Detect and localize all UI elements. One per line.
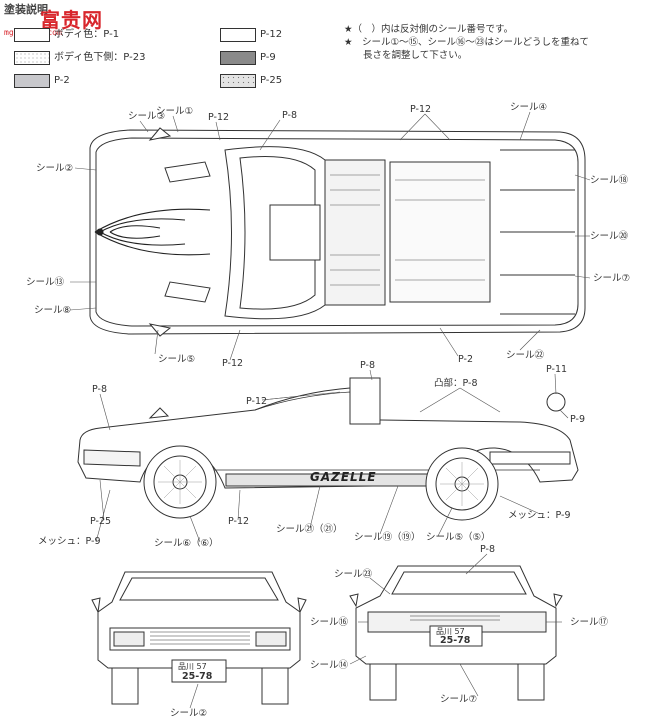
- label-seal-7-top: シール⑦: [593, 273, 630, 284]
- legend-label-p9: P-9: [260, 52, 276, 63]
- rear-view-leaders: [349, 553, 562, 697]
- legend-swatch-body-lower: [14, 51, 50, 65]
- label-seal-8: シール⑧: [34, 305, 71, 316]
- note-line-1: ★（ ）内は反対側のシール番号です。: [344, 24, 514, 35]
- legend-swatch-p12: [220, 28, 256, 42]
- label-seal-20: シール⑳: [590, 231, 629, 242]
- note-line-3: 長さを調整して下さい。: [344, 50, 468, 61]
- front-plate-region: 品川 57: [178, 662, 207, 671]
- label-seal-2: シール②: [36, 163, 73, 174]
- label-mesh-left: メッシュ：P-9: [38, 536, 101, 547]
- note-line-2: ★ シール①〜⑮、シール⑯〜㉓はシールどうしを重ねて: [344, 37, 590, 48]
- rear-plate-number: 25-78: [440, 635, 471, 646]
- label-seal-5-side: シール⑤（⑤）: [426, 531, 491, 543]
- side-view-car: [77, 377, 579, 521]
- rear-view-labels: P-8 シール㉓ シール⑯ シール⑰ シール⑭ シール⑦: [310, 544, 609, 705]
- front-plate-number: 25-78: [182, 671, 213, 682]
- label-p12-side-top: P-12: [246, 396, 267, 407]
- label-seal-5-top: シール⑤: [158, 354, 195, 365]
- label-seal-6: シール⑥（⑥）: [154, 537, 219, 549]
- label-seal-22: シール㉒: [506, 350, 545, 361]
- label-mesh-right: メッシュ：P-9: [508, 510, 571, 521]
- rear-view-car: [349, 565, 563, 701]
- label-convex-p8: 凸部：P-8: [434, 377, 478, 389]
- label-p12-side: P-12: [228, 516, 249, 527]
- legend-label-p2: P-2: [54, 75, 70, 86]
- legend-label-body-lower: ボディ色下側：P-23: [54, 52, 146, 63]
- label-seal-14: シール⑭: [310, 660, 349, 671]
- label-p12-top-a: P-12: [208, 112, 229, 123]
- gazelle-emblem: GAZELLE: [310, 470, 377, 484]
- label-seal-7-rear: シール⑦: [440, 694, 477, 705]
- label-p8-side-a: P-8: [92, 384, 107, 395]
- rear-plate-region: 品川 57: [436, 627, 465, 636]
- legend-swatch-body: [14, 28, 50, 42]
- label-p12-top-c: P-12: [222, 358, 243, 369]
- top-view-leaders: [69, 111, 591, 361]
- legend-label-p25: P-25: [260, 75, 283, 86]
- label-p11: P-11: [546, 364, 567, 375]
- label-seal-13: シール⑬: [26, 277, 65, 288]
- label-seal-16: シール⑯: [310, 617, 349, 628]
- label-seal-19: シール⑲（⑲）: [354, 531, 421, 543]
- side-view-leaders: [95, 369, 569, 543]
- label-p8-rear: P-8: [480, 544, 495, 555]
- label-seal-23: シール㉓: [334, 569, 373, 580]
- top-view-car: [89, 127, 586, 337]
- hood-pinstripe: [94, 208, 211, 256]
- label-seal-4: シール④: [510, 102, 547, 113]
- legend-label-body: ボディ色：P-1: [54, 29, 120, 40]
- wheel-mesh: [158, 460, 484, 506]
- label-p12-top-b: P-12: [410, 104, 431, 115]
- label-seal-21: シール㉑（㉑）: [276, 523, 343, 535]
- legend-swatch-p25: [220, 74, 256, 88]
- legend-swatch-p2: [14, 74, 50, 88]
- page-title: 塗装説明: [4, 3, 48, 16]
- legend-label-p12: P-12: [260, 29, 283, 40]
- label-seal-2-front: シール②: [170, 708, 207, 719]
- legend-swatch-p9: [220, 51, 256, 65]
- side-view-labels: P-8 P-8 凸部：P-8 P-11 P-9 P-25 P-12 シール㉑（㉑…: [38, 360, 585, 549]
- watermark-logo: 富贵网: [40, 8, 103, 32]
- label-p8-side-b: P-8: [360, 360, 375, 371]
- top-view-labels: シール③ シール① P-12 P-8 P-12 シール④ シール② シール⑱ シ…: [26, 102, 630, 369]
- label-seal-1: シール①: [156, 106, 193, 117]
- front-view-car: [91, 571, 307, 705]
- label-seal-18: シール⑱: [590, 175, 629, 186]
- label-p25: P-25: [90, 516, 111, 527]
- label-seal-17: シール⑰: [570, 617, 609, 628]
- label-p8-top: P-8: [282, 110, 297, 121]
- label-p2-top: P-2: [458, 354, 473, 365]
- label-p9-side: P-9: [570, 414, 585, 425]
- label-seal-3: シール③: [128, 111, 165, 122]
